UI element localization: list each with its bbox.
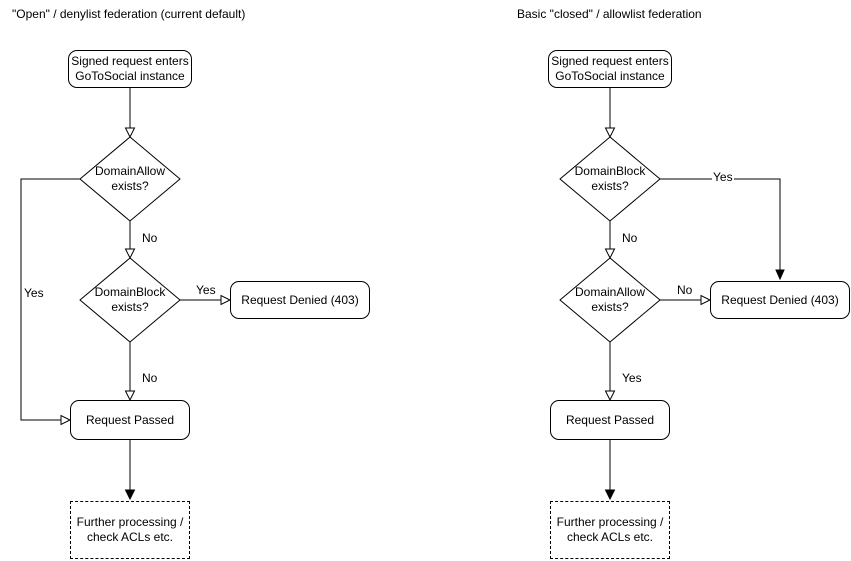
open-arrowhead-icon — [700, 294, 712, 306]
open-arrowhead-icon — [124, 390, 136, 402]
left-start-node: Signed request enters GoToSocial instanc… — [68, 50, 192, 88]
left-decision1-diamond — [79, 136, 181, 222]
right-decision2-yes-label: Yes — [621, 371, 643, 385]
right-start-node: Signed request enters GoToSocial instanc… — [548, 50, 672, 88]
filled-arrowhead-icon — [604, 489, 616, 501]
right-chart-title: Basic "closed" / allowlist federation — [517, 7, 702, 21]
right-decision1-yes-label: Yes — [712, 170, 734, 184]
right-further-node: Further processing / check ACLs etc. — [550, 501, 670, 559]
open-arrowhead-icon — [220, 294, 232, 306]
left-decision2-no-label: No — [141, 371, 159, 385]
open-arrowhead-icon — [604, 390, 616, 402]
left-chart-title: "Open" / denylist federation (current de… — [12, 7, 246, 21]
filled-arrowhead-icon — [775, 269, 785, 281]
left-passed-node: Request Passed — [70, 400, 190, 440]
left-decision2-diamond — [79, 257, 181, 343]
left-decision1-no-label: No — [141, 231, 159, 245]
right-passed-node: Request Passed — [550, 400, 670, 440]
left-decision2-yes-label: Yes — [195, 283, 217, 297]
right-decision2-no-label: No — [676, 283, 694, 297]
open-arrowhead-icon — [604, 248, 616, 260]
edge-left-decision1-yes — [20, 178, 80, 421]
open-arrowhead-icon — [124, 127, 136, 139]
right-decision1-diamond — [559, 136, 661, 222]
right-denied-node: Request Denied (403) — [710, 281, 850, 319]
open-arrowhead-icon — [604, 127, 616, 139]
right-flowchart-edges — [604, 88, 785, 501]
right-decision1-no-label: No — [621, 231, 639, 245]
open-arrowhead-icon — [60, 414, 72, 426]
left-decision1-yes-label: Yes — [23, 286, 45, 300]
filled-arrowhead-icon — [124, 489, 136, 501]
edge-right-decision1-yes — [660, 178, 781, 270]
left-further-node: Further processing / check ACLs etc. — [70, 501, 190, 559]
left-denied-node: Request Denied (403) — [230, 281, 370, 319]
left-flowchart-edges — [20, 88, 232, 501]
open-arrowhead-icon — [124, 248, 136, 260]
right-decision2-diamond — [559, 257, 661, 343]
